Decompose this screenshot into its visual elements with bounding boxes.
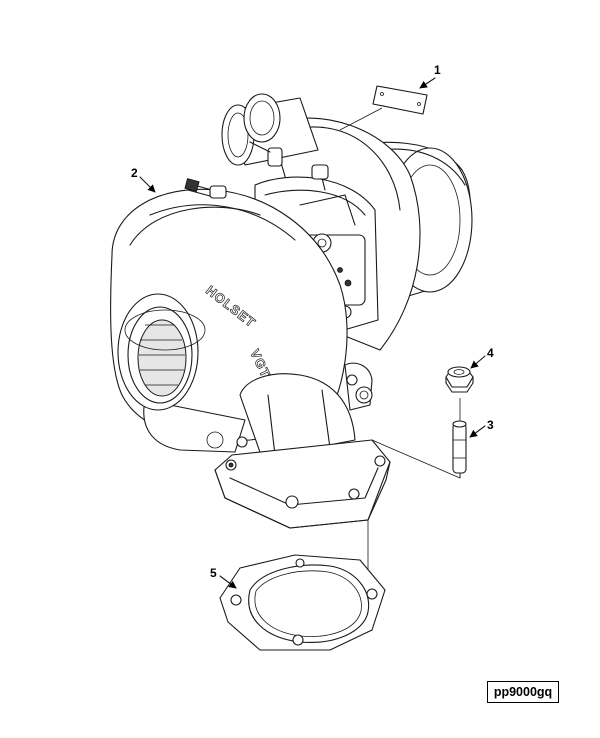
turbine-housing: HOLSET VGT: [110, 178, 356, 459]
callout-2: 2: [131, 166, 156, 193]
callout-label: 2: [131, 166, 138, 180]
gasket-part-5: [219, 554, 386, 651]
alignment-lines: [367, 398, 461, 598]
flange-nut-part-4: [445, 366, 474, 393]
callout-1: 1: [419, 63, 441, 89]
figure-reference-code: pp9000gq: [487, 681, 559, 703]
callout-label: 4: [487, 346, 494, 360]
flange-stud-part-3: [452, 420, 467, 474]
callout-label: 3: [487, 418, 494, 432]
turbine-inlet-flange: [214, 439, 391, 529]
callout-label: 5: [210, 566, 217, 580]
nameplate-part-1: [339, 85, 428, 131]
callout-4: 4: [470, 346, 494, 369]
callout-5: 5: [210, 566, 237, 589]
callout-3: 3: [469, 418, 494, 438]
callout-label: 1: [434, 63, 441, 77]
